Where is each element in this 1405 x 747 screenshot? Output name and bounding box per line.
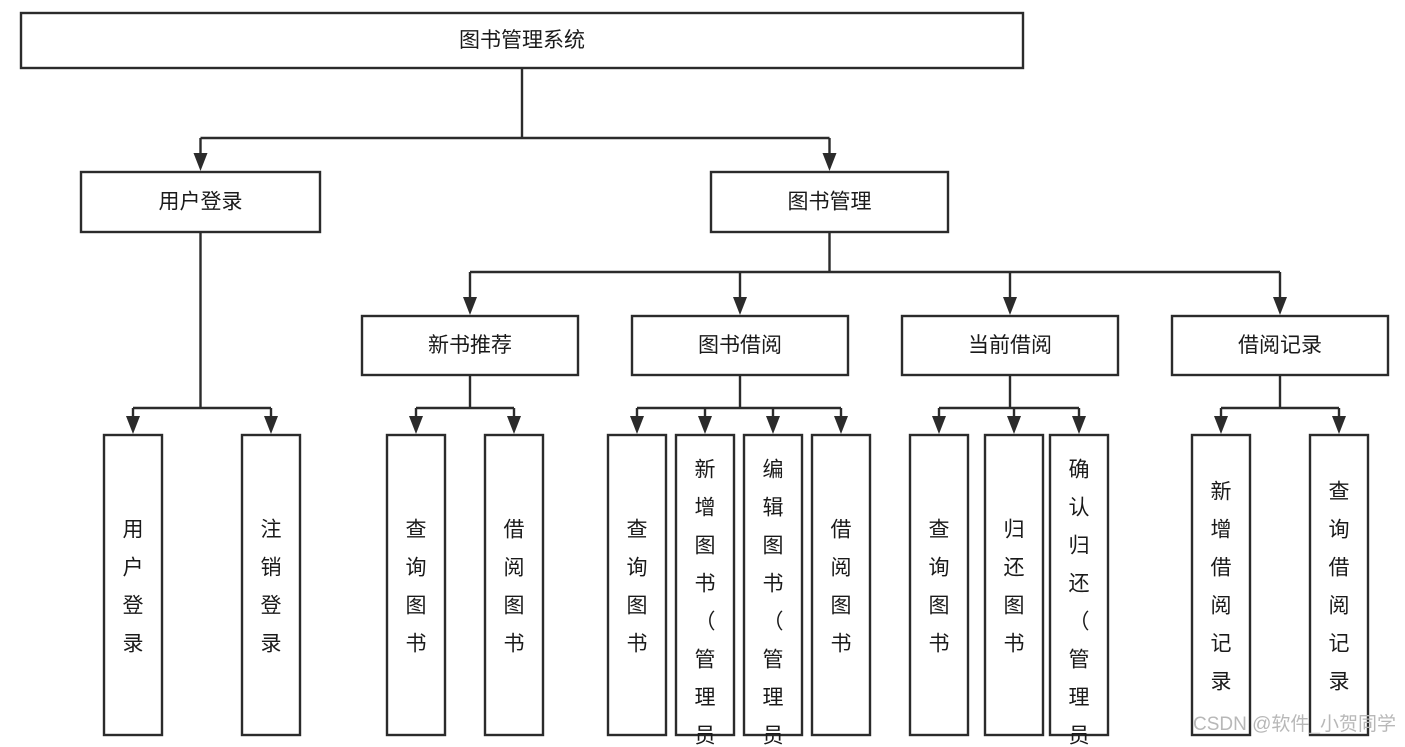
node-label: 新增图书（管理员） — [695, 458, 716, 747]
leaf-user_login-1[interactable]: 用户登录 — [102, 433, 164, 737]
node-boxes-group: 图书管理系统用户登录图书管理新书推荐图书借阅当前借阅借阅记录用户登录注销登录查询… — [19, 11, 1390, 747]
node-level2-2[interactable]: 图书管理 — [709, 170, 950, 234]
leaf-new_book_recommend-1[interactable]: 查询图书 — [385, 433, 447, 737]
arrow-head-icon — [126, 416, 140, 434]
leaf-book_borrow-2[interactable]: 新增图书（管理员） — [674, 433, 736, 747]
arrow-head-icon — [1007, 416, 1021, 434]
arrow-head-icon — [1003, 297, 1017, 315]
node-label: 借阅图书 — [831, 518, 852, 655]
node-level2-1[interactable]: 用户登录 — [79, 170, 322, 234]
node-box[interactable] — [240, 433, 302, 737]
node-label: 用户登录 — [159, 191, 243, 214]
node-box[interactable] — [742, 433, 804, 737]
node-label: 用户登录 — [123, 518, 144, 655]
leaf-borrow_record-2[interactable]: 查询借阅记录 — [1308, 433, 1370, 737]
node-label: 借阅图书 — [504, 518, 525, 655]
node-box[interactable] — [810, 433, 872, 737]
node-level3-1[interactable]: 新书推荐 — [360, 314, 580, 377]
connector-lines-group — [126, 68, 1346, 434]
node-box[interactable] — [709, 170, 950, 234]
node-label: 查询图书 — [929, 518, 950, 655]
node-box[interactable] — [674, 433, 736, 737]
arrow-head-icon — [1273, 297, 1287, 315]
node-box[interactable] — [900, 314, 1120, 377]
node-root-图书管理系统[interactable]: 图书管理系统 — [19, 11, 1025, 70]
node-label: 当前借阅 — [968, 334, 1052, 357]
node-label: 注销登录 — [261, 518, 282, 655]
node-box[interactable] — [1048, 433, 1110, 737]
node-level3-2[interactable]: 图书借阅 — [630, 314, 850, 377]
node-box[interactable] — [630, 314, 850, 377]
node-box[interactable] — [1190, 433, 1252, 737]
node-box[interactable] — [1308, 433, 1370, 737]
leaf-book_borrow-4[interactable]: 借阅图书 — [810, 433, 872, 737]
csdn-watermark: CSDN @软件_小贺同学 — [1193, 713, 1396, 735]
arrow-head-icon — [463, 297, 477, 315]
arrow-head-icon — [630, 416, 644, 434]
leaf-book_borrow-3[interactable]: 编辑图书（管理员） — [742, 433, 804, 747]
node-label: 图书管理系统 — [459, 29, 585, 52]
node-label: 查询图书 — [406, 518, 427, 655]
leaf-new_book_recommend-2[interactable]: 借阅图书 — [483, 433, 545, 737]
node-level3-3[interactable]: 当前借阅 — [900, 314, 1120, 377]
node-box[interactable] — [983, 433, 1045, 737]
node-label: 编辑图书（管理员） — [763, 458, 784, 747]
leaf-current_borrow-1[interactable]: 查询图书 — [908, 433, 970, 737]
node-level3-4[interactable]: 借阅记录 — [1170, 314, 1390, 377]
node-label: 查询借阅记录 — [1329, 480, 1350, 693]
node-label: 确认归还（管理员） — [1069, 458, 1090, 747]
node-box[interactable] — [483, 433, 545, 737]
node-label: 新书推荐 — [428, 334, 512, 357]
node-box[interactable] — [1170, 314, 1390, 377]
arrow-head-icon — [733, 297, 747, 315]
node-box[interactable] — [606, 433, 668, 737]
leaf-book_borrow-1[interactable]: 查询图书 — [606, 433, 668, 737]
node-box[interactable] — [385, 433, 447, 737]
node-label: 归还图书 — [1004, 518, 1025, 655]
node-box[interactable] — [19, 11, 1025, 70]
node-box[interactable] — [360, 314, 580, 377]
leaf-current_borrow-3[interactable]: 确认归还（管理员） — [1048, 433, 1110, 747]
arrow-head-icon — [409, 416, 423, 434]
arrow-head-icon — [193, 153, 208, 171]
arrow-head-icon — [766, 416, 780, 434]
arrow-head-icon — [1072, 416, 1086, 434]
arrow-head-icon — [698, 416, 712, 434]
node-label: 借阅记录 — [1238, 334, 1322, 357]
leaf-current_borrow-2[interactable]: 归还图书 — [983, 433, 1045, 737]
node-label: 新增借阅记录 — [1211, 480, 1232, 693]
arrow-head-icon — [834, 416, 848, 434]
arrow-head-icon — [1332, 416, 1346, 434]
node-label: 查询图书 — [627, 518, 648, 655]
arrow-head-icon — [822, 153, 837, 171]
node-box[interactable] — [908, 433, 970, 737]
node-label: 图书借阅 — [698, 334, 782, 357]
arrow-head-icon — [1214, 416, 1228, 434]
leaf-user_login-2[interactable]: 注销登录 — [240, 433, 302, 737]
leaf-borrow_record-1[interactable]: 新增借阅记录 — [1190, 433, 1252, 737]
arrow-head-icon — [507, 416, 521, 434]
node-label: 图书管理 — [788, 191, 872, 214]
node-box[interactable] — [102, 433, 164, 737]
node-box[interactable] — [79, 170, 322, 234]
arrow-head-icon — [932, 416, 946, 434]
arrow-head-icon — [264, 416, 278, 434]
